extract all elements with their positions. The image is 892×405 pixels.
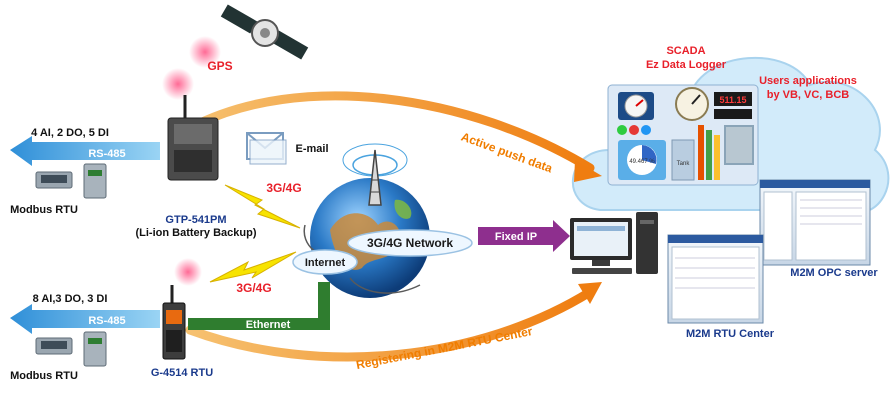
tank-icon (671, 139, 695, 181)
fixed-ip-arrow (478, 220, 570, 252)
gtp-name-label: GTP-541PM (165, 214, 226, 226)
cell-top-label: 3G/4G (266, 181, 301, 195)
satellite-icon (189, 4, 309, 68)
rs485-bottom-arrow (10, 304, 160, 334)
ez-data-logger-label: Ez Data Logger (646, 59, 727, 71)
active-push-arrow (185, 91, 595, 173)
registering-arrow (185, 287, 595, 362)
gtp-device (162, 68, 219, 181)
users-applications-label: Users applications (759, 75, 857, 87)
bottom-io-label: 8 AI,3 DO, 3 DI (33, 293, 108, 305)
modbus-device-icon (35, 163, 107, 199)
antenna-tower-icon (342, 143, 408, 206)
g4514-name-label: G-4514 RTU (151, 367, 213, 379)
m2m-rtu-center-label: M2M RTU Center (686, 328, 775, 340)
gauge-readout: 49.467 % (629, 159, 655, 165)
email-label: E-mail (295, 143, 328, 155)
gtp-battery-label: (Li-ion Battery Backup) (135, 227, 256, 239)
digital-readout: 511.15 (719, 95, 746, 105)
fixed-ip-label: Fixed IP (495, 231, 537, 243)
scada-screen: 511.15 49.467 % Tank (607, 84, 759, 186)
lightning-icon (224, 184, 301, 229)
registering-label: Registering in M2M RTU Center (355, 324, 534, 372)
opc-server-window (759, 179, 871, 266)
computer-icon (570, 212, 658, 274)
rs485-top-arrow (10, 136, 160, 166)
ethernet-cable (188, 282, 330, 330)
internet-pill (292, 249, 358, 275)
active-push-label: Active push data (459, 129, 554, 175)
lightning-icon (209, 251, 297, 283)
m2m-opc-label: M2M OPC server (790, 267, 878, 279)
status-led-green (617, 125, 627, 135)
envelope-icon (246, 132, 287, 165)
cell-bottom-label: 3G/4G (236, 281, 271, 295)
top-io-label: 4 AI, 2 DO, 5 DI (31, 127, 109, 139)
status-led-red (629, 125, 639, 135)
digital-display (714, 92, 752, 106)
tank-label: Tank (677, 161, 691, 167)
modbus-device-icon (35, 331, 107, 367)
network-label: 3G/4G Network (367, 236, 453, 250)
gps-label: GPS (207, 59, 232, 73)
ethernet-label: Ethernet (246, 319, 291, 331)
modbus-rtu-bottom-label: Modbus RTU (10, 370, 78, 382)
status-led-blue (641, 125, 651, 135)
rs485-top-label: RS-485 (88, 148, 125, 160)
network-pill (347, 229, 473, 257)
scada-label: SCADA (666, 45, 705, 57)
languages-label: by VB, VC, BCB (767, 89, 850, 101)
modbus-rtu-top-label: Modbus RTU (10, 204, 78, 216)
g4514-device (162, 285, 186, 360)
rs485-bottom-label: RS-485 (88, 315, 125, 327)
rtu-center-window (667, 234, 764, 324)
internet-label: Internet (305, 257, 346, 269)
